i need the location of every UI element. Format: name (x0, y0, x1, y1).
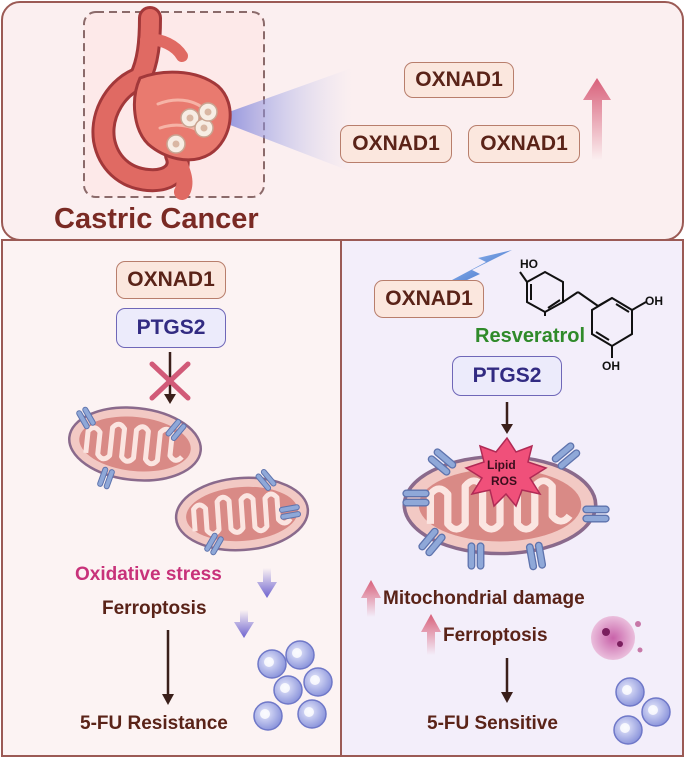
mito-damage-label: Mitochondrial damage (383, 588, 585, 609)
outcome-sensitive-label: 5-FU Sensitive (427, 713, 558, 734)
lipid-label: Lipid (487, 458, 516, 472)
oxnad1-badge-top: OXNAD1 (404, 62, 514, 98)
lightning-bolt-icon (450, 250, 512, 288)
ferroptosis-label-left: Ferroptosis (102, 598, 207, 619)
oxidative-stress-down-arrow (257, 568, 277, 598)
oh-label-upper: OH (645, 294, 663, 308)
oxnad1-badge-middle: OXNAD1 (340, 125, 452, 163)
resveratrol-label: Resveratrol (475, 325, 586, 347)
lipid-ros-burst (464, 436, 548, 508)
oxnad1-up-arrow (583, 78, 611, 160)
mito-damage-up-arrow (361, 580, 381, 617)
stomach-illustration (91, 6, 232, 200)
outcome-resistance-label: 5-FU Resistance (80, 713, 228, 734)
ferroptosis-down-arrow-left (234, 610, 254, 638)
left-ptgs2-badge: PTGS2 (116, 308, 226, 348)
oxnad1-badge-right: OXNAD1 (468, 125, 580, 163)
ferroptosis-up-arrow-right (421, 614, 441, 655)
zoom-beam (212, 68, 352, 172)
right-oxnad1-badge: OXNAD1 (374, 280, 484, 318)
right-ptgs2-badge: PTGS2 (452, 356, 562, 396)
left-oxnad1-badge: OXNAD1 (116, 261, 226, 299)
inhibition-cross (149, 361, 191, 401)
ros-label: ROS (491, 474, 518, 488)
oxidative-stress-label: Oxidative stress (75, 564, 222, 585)
oh-label-lower: OH (602, 359, 620, 373)
ferroptosis-label-right: Ferroptosis (443, 625, 548, 646)
top-title: Castric Cancer (54, 203, 259, 235)
dying-cell-icon (591, 616, 643, 660)
resveratrol-structure (519, 270, 647, 358)
ho-label: HO (520, 257, 538, 271)
